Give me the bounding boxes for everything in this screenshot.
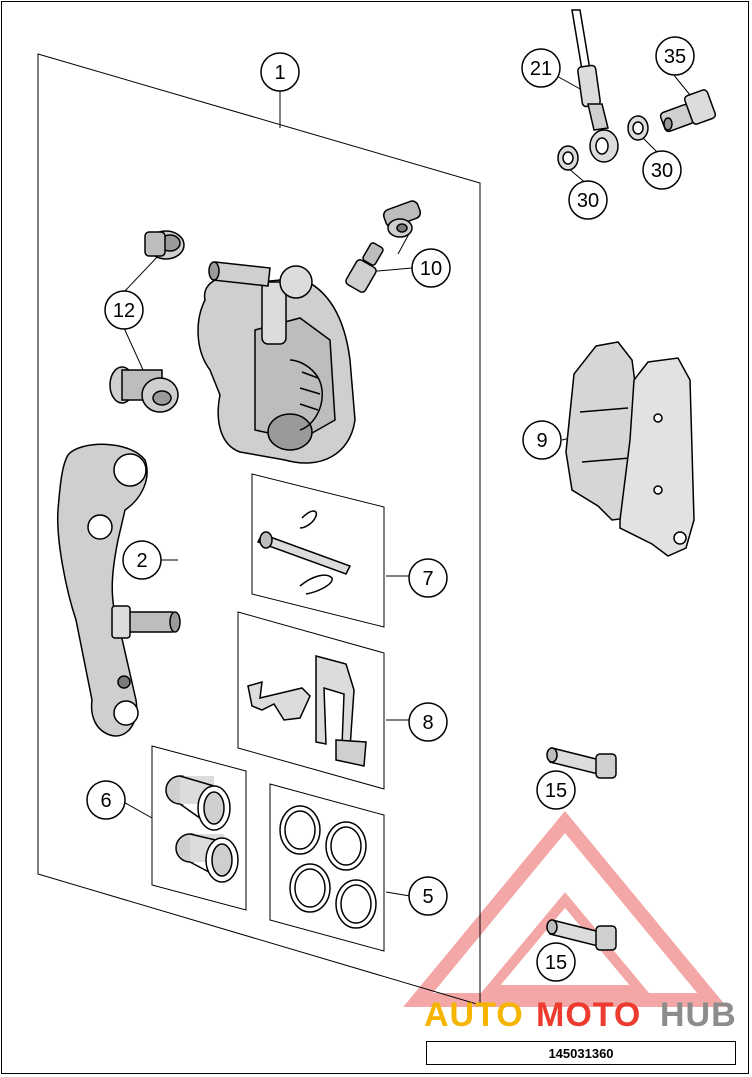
banjo-bolt-part-35 (659, 89, 717, 133)
svg-text:15: 15 (545, 952, 567, 974)
svg-text:35: 35 (664, 46, 686, 68)
svg-text:6: 6 (100, 790, 111, 812)
brake-pads-part-9 (565, 341, 695, 557)
svg-text:9: 9 (536, 430, 547, 452)
svg-text:15: 15 (545, 780, 567, 802)
bleeder-seal-part-12 (144, 230, 185, 260)
kit-outline-5 (269, 783, 385, 952)
callout-30: 30 (568, 180, 608, 220)
callout-6: 6 (86, 780, 126, 820)
callout-35: 35 (655, 36, 695, 76)
callout-30-right: 30 (642, 150, 682, 190)
bleed-valve-part-10 (382, 200, 422, 238)
kit-outline-7 (251, 473, 385, 628)
callout-12: 12 (104, 290, 144, 330)
callout-15: 15 (536, 770, 576, 810)
kit-outline-6 (151, 745, 247, 911)
figure-number-box: 145031360 (426, 1041, 736, 1065)
svg-text:30: 30 (651, 160, 673, 182)
svg-text:10: 10 (420, 258, 442, 280)
callout-5: 5 (408, 876, 448, 916)
bolt-part-12 (109, 366, 179, 413)
kit-outline-1 (37, 53, 481, 1006)
callout-21: 21 (521, 48, 561, 88)
callout-7: 7 (408, 558, 448, 598)
svg-text:7: 7 (422, 568, 433, 590)
svg-text:30: 30 (577, 190, 599, 212)
callout-2: 2 (122, 540, 162, 580)
svg-text:5: 5 (422, 886, 433, 908)
callout-1: 1 (260, 52, 300, 92)
svg-text:AUTO: AUTO (424, 996, 524, 1034)
watermark-logo: AUTO MOTO HUB (424, 996, 737, 1034)
svg-text:21: 21 (530, 58, 552, 80)
figure-number: 145031360 (548, 1045, 614, 1061)
svg-text:2: 2 (136, 550, 147, 572)
brake-line-part-21 (571, 9, 619, 163)
callout-8: 8 (408, 702, 448, 742)
svg-text:1: 1 (274, 62, 285, 84)
bleed-screw-part-10 (345, 242, 384, 293)
pad-spring-part-8 (247, 655, 367, 767)
caliper-bracket-part-2 (56, 443, 181, 737)
callout-10: 10 (411, 248, 451, 288)
brake-caliper-body (197, 261, 356, 464)
svg-text:8: 8 (422, 712, 433, 734)
bolt-part-15-lower (546, 919, 617, 951)
svg-text:12: 12 (113, 300, 135, 322)
pad-pin-part-7 (256, 510, 352, 595)
svg-text:HUB: HUB (660, 996, 737, 1034)
callout-9: 9 (522, 420, 562, 460)
callout-15-lower: 15 (536, 942, 576, 982)
svg-text:MOTO: MOTO (536, 996, 641, 1034)
bolt-part-15 (546, 747, 617, 779)
washer-part-30 (557, 115, 649, 171)
callouts: 1 2 5 6 7 8 9 10 12 15 15 21 30 30 35 (86, 36, 695, 982)
kit-outline-8 (237, 611, 385, 790)
piston-seal-part-5 (279, 805, 377, 929)
caliper-piston-part-6 (165, 775, 239, 883)
